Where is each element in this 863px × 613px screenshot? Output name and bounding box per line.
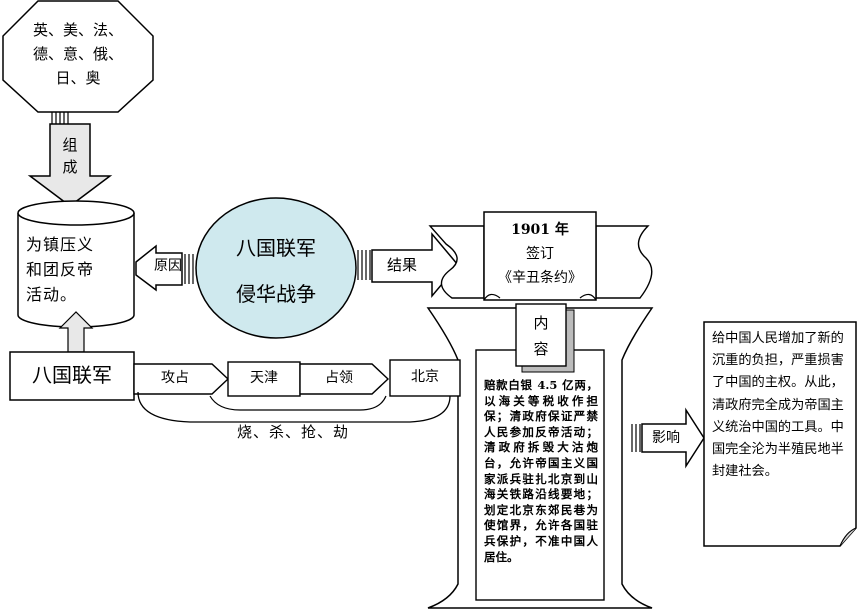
content-char-1: 内 xyxy=(533,314,549,332)
cause-line-1: 为镇压义 xyxy=(26,235,95,254)
impact-note-fold xyxy=(839,527,857,547)
country-line-3: 日、奥 xyxy=(55,69,101,87)
step2-arrow xyxy=(299,363,390,395)
impact-arrow-bars xyxy=(631,424,641,452)
octagon-connector xyxy=(51,112,69,124)
content-tab xyxy=(515,303,567,367)
city2-box xyxy=(389,359,461,397)
content-text: 赔款白银 4.5 亿两，以海关等税收作担保；清政府保证严禁人民参加反帝活动；清政… xyxy=(484,378,598,564)
treaty-scroll-curl xyxy=(483,293,597,301)
cause-label: 原因 xyxy=(154,258,182,274)
cause-text: 为镇压义 和团反帝 活动。 xyxy=(26,232,132,307)
country-line-1: 英、美、法、 xyxy=(32,21,123,39)
cause-arrow xyxy=(135,244,183,292)
treaty-signed: 签订 xyxy=(526,246,554,262)
impact-label: 影响 xyxy=(652,430,680,446)
result-label: 结果 xyxy=(386,256,417,274)
army-label: 八国联军 xyxy=(32,363,112,387)
step1-arrow xyxy=(133,363,230,395)
compose-char-1: 组 xyxy=(62,136,78,154)
war-title: 八国联军 xyxy=(236,236,316,260)
up-arrow xyxy=(58,311,94,353)
step2-label: 占领 xyxy=(325,370,353,386)
treaty-year: 1901 年 xyxy=(511,222,569,238)
result-arrow-bars xyxy=(357,250,371,280)
crimes-bracket-inner xyxy=(209,395,387,411)
impact-text: 给中国人民增加了新的沉重的负担，严重损害了中国的主权。从此，清政府完全成为帝国主… xyxy=(712,331,844,480)
treaty-scroll-front xyxy=(483,211,597,301)
countries-octagon xyxy=(2,0,154,113)
cause-line-2: 和团反帝 xyxy=(26,260,95,279)
compose-arrow xyxy=(27,123,113,207)
war-subtitle: 侵华战争 xyxy=(236,282,316,306)
country-line-2: 德、意、俄、 xyxy=(32,45,123,63)
compose-char-2: 成 xyxy=(62,158,78,176)
treaty-scroll-back-right xyxy=(595,225,653,299)
treaty-name: 《辛丑条约》 xyxy=(498,270,582,286)
content-char-2: 容 xyxy=(533,340,549,358)
content-inner-box xyxy=(475,349,605,601)
city2-label: 北京 xyxy=(411,369,439,385)
cause-arrow-bars xyxy=(184,254,194,284)
impact-arrow xyxy=(641,407,705,469)
step1-label: 攻占 xyxy=(161,370,189,386)
content-label: 内 容 xyxy=(518,310,564,362)
countries-text: 英、美、法、 德、意、俄、 日、奥 xyxy=(12,18,144,90)
treaty-text: 1901 年 签订 《辛丑条约》 xyxy=(486,218,594,290)
treaty-scroll-back xyxy=(428,225,485,299)
war-ellipse xyxy=(195,197,357,339)
crimes-label: 烧、杀、抢、劫 xyxy=(236,423,349,441)
compose-label: 组 成 xyxy=(56,134,84,178)
city1-label: 天津 xyxy=(250,370,278,386)
cause-line-3: 活动。 xyxy=(26,285,78,304)
crimes-bracket xyxy=(137,391,451,423)
